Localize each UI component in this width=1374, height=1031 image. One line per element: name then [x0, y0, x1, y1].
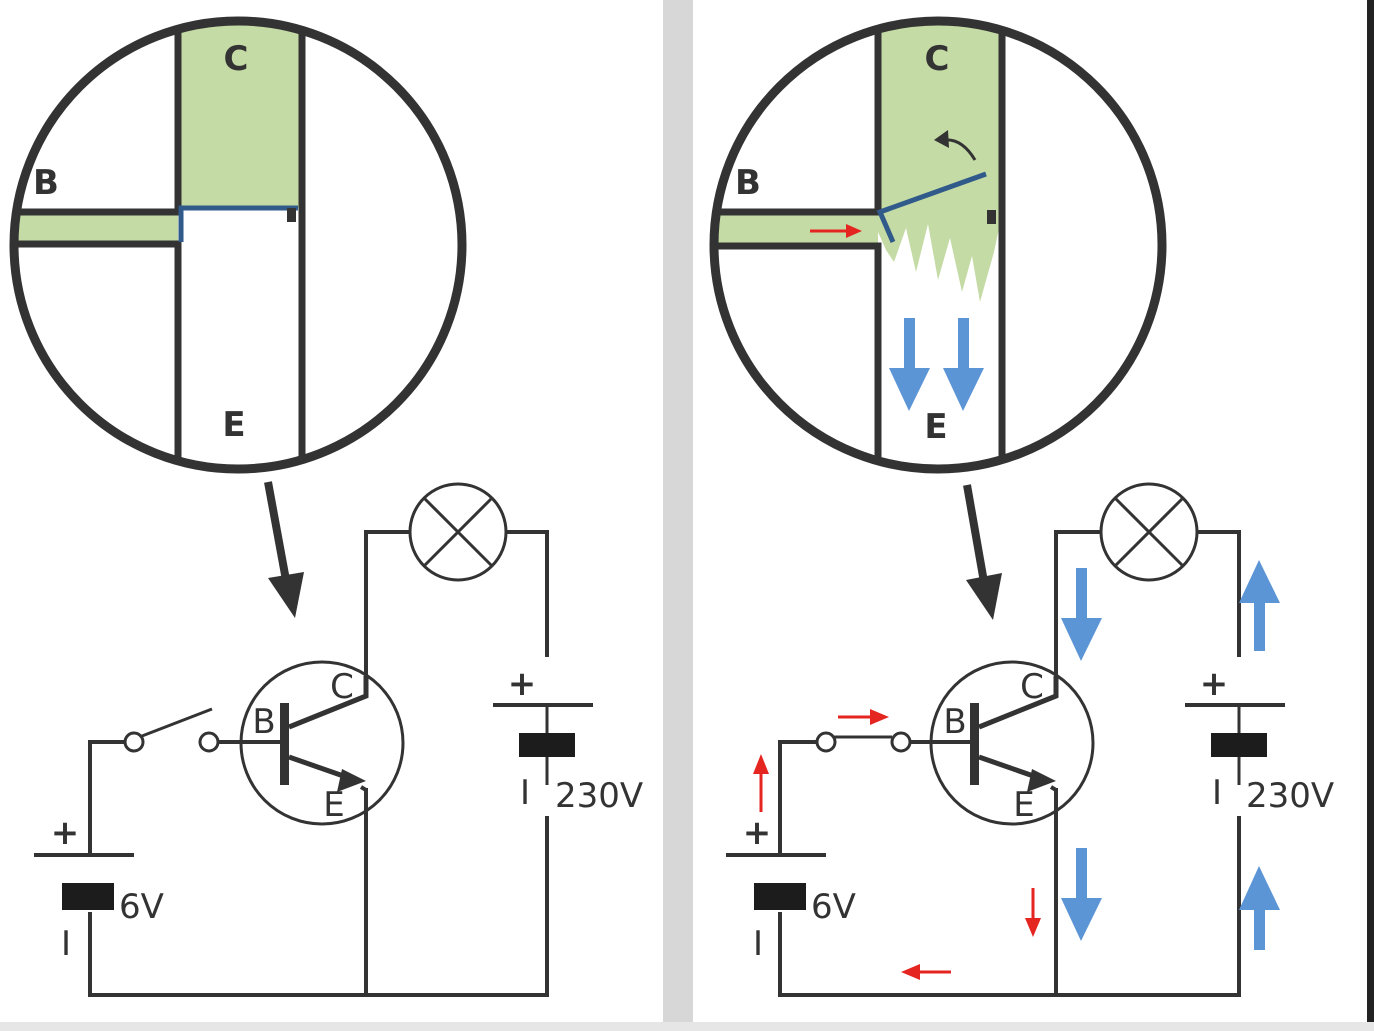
- electron-flow-arrows-icon-zoom: [889, 318, 984, 411]
- lamp-icon-right: [1099, 482, 1199, 582]
- zoom-collector-label-left: C: [224, 39, 249, 79]
- battery-voltage-6v-right: 6V: [811, 887, 856, 927]
- transistor-emitter-label-right: E: [1013, 785, 1034, 825]
- battery-voltage-230v-right: 230V: [1246, 776, 1334, 816]
- transistor-emitter-label-left: E: [323, 785, 344, 825]
- battery-plus-230v-right: +: [1200, 664, 1229, 704]
- transistor-collector-label-left: C: [330, 667, 354, 707]
- battery-plus-6v-right: +: [743, 813, 772, 853]
- right-panel: C B E: [709, 16, 1334, 997]
- zoom-emitter-label-right: E: [924, 407, 947, 447]
- battery-plus-230v-left: +: [508, 664, 537, 704]
- transistor-icon-right: C B E: [929, 660, 1095, 826]
- transistor-base-label-right: B: [943, 702, 966, 742]
- circuit-wires-right: [778, 530, 1241, 997]
- panel-divider: [663, 0, 693, 1031]
- left-panel: C B E: [9, 16, 643, 997]
- zoom-circle-right: C B E: [709, 16, 1167, 474]
- zoom-base-label-right: B: [735, 163, 761, 203]
- transistor-icon-left: C B E: [239, 660, 405, 826]
- zoom-base-label-left: B: [33, 163, 59, 203]
- base-current-arrow-icon-zoom: [810, 224, 862, 238]
- transistor-collector-label-right: C: [1020, 667, 1044, 707]
- battery-voltage-6v-left: 6V: [119, 887, 164, 927]
- battery-voltage-230v-left: 230V: [555, 776, 643, 816]
- zoom-pointer-arrow-right: [963, 484, 1002, 620]
- battery-minus-6v-left: I: [61, 924, 71, 964]
- circuit-wires-left: [88, 530, 549, 997]
- switch-icon-left: [123, 707, 220, 753]
- battery-icon-230v-left: + I 230V: [493, 664, 643, 816]
- control-current-arrows-icon: [753, 709, 1041, 980]
- zoom-collector-label-right: C: [925, 39, 950, 79]
- load-current-arrows-icon: [1061, 560, 1280, 950]
- battery-minus-230v-left: I: [520, 773, 530, 813]
- battery-minus-230v-right: I: [1212, 773, 1222, 813]
- zoom-emitter-label-left: E: [222, 405, 245, 445]
- battery-plus-6v-left: +: [51, 813, 80, 853]
- battery-minus-6v-right: I: [753, 924, 763, 964]
- zoom-pointer-arrow-left: [264, 481, 304, 618]
- battery-icon-6v-left: + I 6V: [34, 813, 164, 964]
- battery-icon-6v-right: + I 6V: [726, 813, 856, 964]
- lamp-icon-left: [408, 482, 508, 582]
- collector-region-left: [178, 21, 302, 208]
- zoom-circle-left: C B E: [9, 16, 467, 474]
- base-region-left: [14, 212, 178, 242]
- conducting-region-right: [878, 21, 1002, 302]
- battery-icon-230v-right: + I 230V: [1185, 664, 1334, 816]
- transistor-base-label-left: B: [252, 702, 275, 742]
- switch-icon-right: [815, 731, 912, 753]
